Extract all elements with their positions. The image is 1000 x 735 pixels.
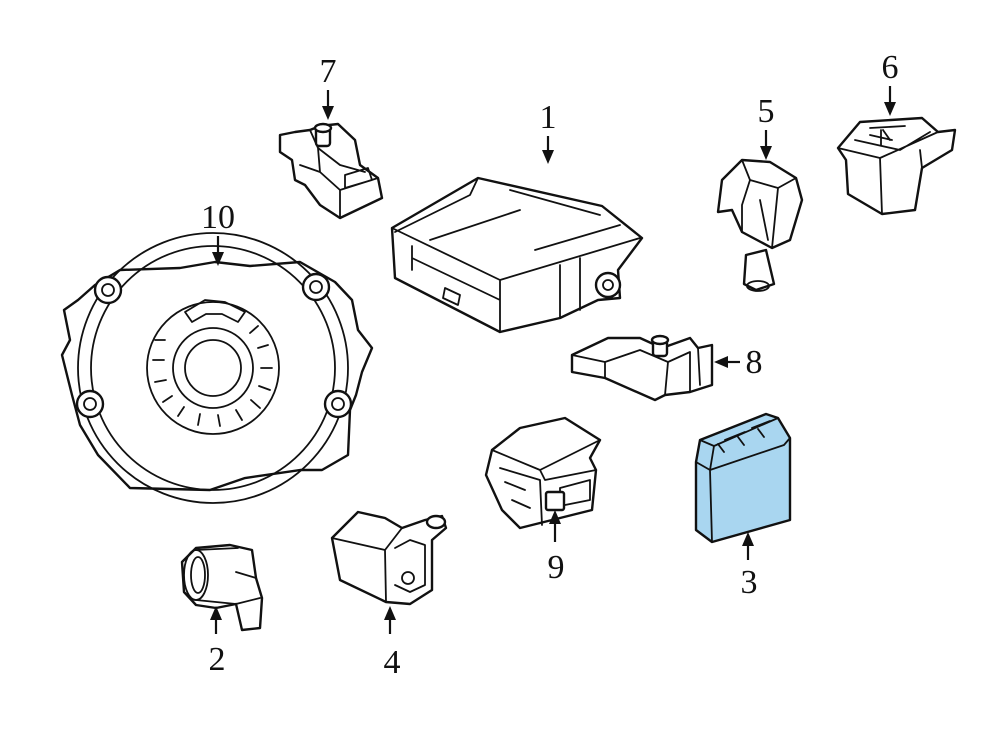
part-2-sensor[interactable] (180, 543, 264, 632)
part-1-control-module[interactable] (390, 176, 644, 334)
callout-label-7: 7 (320, 53, 337, 90)
callout-2: 2 (209, 606, 226, 678)
callout-1: 1 (540, 99, 557, 164)
part-5-impact-sensor[interactable] (716, 158, 804, 292)
callout-3: 3 (741, 532, 758, 601)
callout-label-9: 9 (548, 549, 565, 586)
callout-label-8: 8 (746, 344, 763, 381)
callout-4: 4 (384, 606, 401, 681)
callout-label-6: 6 (882, 49, 899, 86)
callout-label-2: 2 (209, 641, 226, 678)
callout-10: 10 (201, 199, 235, 266)
callout-7: 7 (320, 53, 337, 120)
part-10-clock-spring[interactable] (60, 232, 374, 504)
part-3-control-unit[interactable] (694, 412, 792, 544)
part-6-relay-block[interactable] (836, 116, 957, 216)
callout-6: 6 (882, 49, 899, 116)
callout-8: 8 (714, 344, 763, 381)
part-9-switch-housing[interactable] (484, 416, 602, 530)
part-8-sensor-bracket[interactable] (570, 334, 714, 402)
part-4-crash-sensor[interactable] (330, 510, 448, 606)
callout-label-10: 10 (201, 199, 235, 236)
callout-label-5: 5 (758, 93, 775, 130)
callout-label-3: 3 (741, 564, 758, 601)
callout-label-1: 1 (540, 99, 557, 136)
callout-label-4: 4 (384, 644, 401, 681)
callout-5: 5 (758, 93, 775, 160)
callout-9: 9 (548, 510, 565, 586)
part-7-sensor-bracket[interactable] (278, 122, 384, 220)
